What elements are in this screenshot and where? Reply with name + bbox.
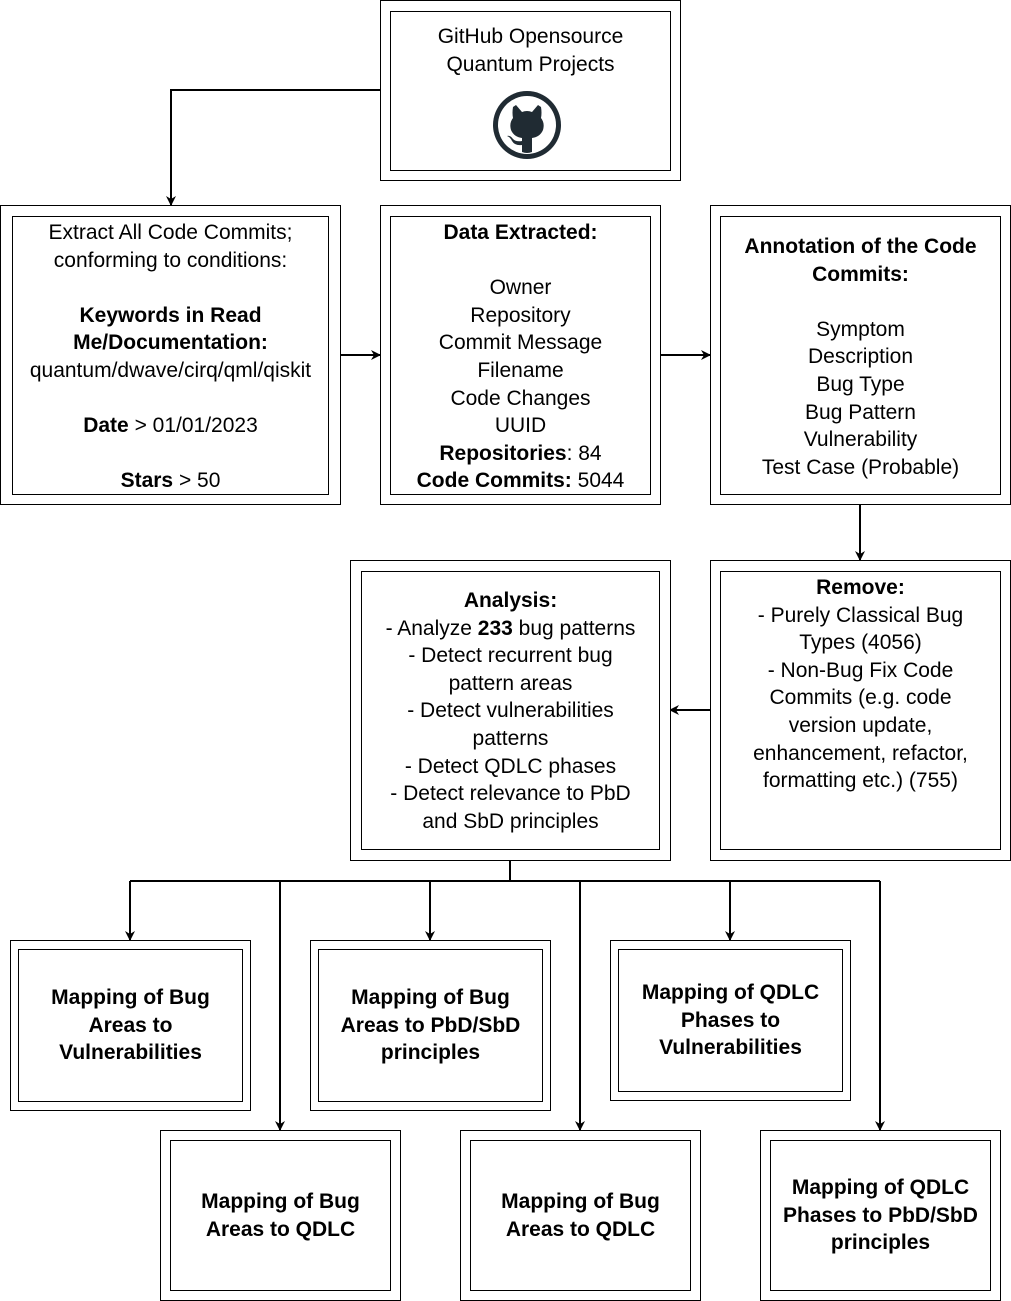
mapping-inner: Mapping of QDLC Phases to PbD/SbD princi… (770, 1140, 991, 1291)
source-inner: GitHub Opensource Quantum Projects (390, 11, 671, 171)
mapping-inner: Mapping of Bug Areas to QDLC (170, 1140, 391, 1291)
mapping-line: Mapping of Bug (351, 986, 510, 1010)
remove-line: formatting etc.) (755) (763, 769, 958, 793)
mapping-inner: Mapping of QDLC Phases to Vulnerabilitie… (618, 949, 843, 1092)
source-title-line1: GitHub Opensource (437, 25, 624, 48)
analysis-line-1-post: bug patterns (512, 616, 636, 640)
code-commits-value: 5044 (571, 469, 625, 493)
github-octocat-icon (493, 91, 561, 159)
keywords-label-2: Me/Documentation: (73, 331, 268, 355)
remove-line: Types (4056) (799, 631, 922, 655)
analysis-line: and SbD principles (422, 809, 599, 833)
analysis-box: Analysis: - Analyze 233 bug patterns - D… (350, 560, 671, 861)
annotation-inner: Annotation of the Code Commits: Symptom … (720, 216, 1001, 495)
mapping-inner: Mapping of Bug Areas to Vulnerabilities (18, 949, 243, 1102)
source-box: GitHub Opensource Quantum Projects (380, 0, 681, 181)
annotation-title-2: Commits: (812, 262, 909, 286)
stars-condition: Stars > 50 (2, 467, 339, 495)
annotation-item: Bug Type (816, 372, 905, 396)
mapping-line: Areas to QDLC (505, 1217, 656, 1241)
mapping-line: Mapping of Bug (501, 1190, 660, 1213)
data-extracted-inner: Data Extracted: Owner Repository Commit … (390, 216, 651, 495)
arrow-source-to-extract (166, 89, 380, 206)
annotation-title-1: Annotation of the Code (744, 235, 977, 258)
data-item: Filename (477, 358, 564, 382)
mapping-line: Areas to QDLC (205, 1217, 356, 1241)
analysis-line: pattern areas (448, 671, 573, 695)
data-item: Repository (470, 303, 571, 327)
mapping-line: Mapping of Bug (51, 986, 210, 1010)
keywords-label-1: Keywords in Read (79, 303, 262, 327)
mapping-line: Phases to PbD/SbD (783, 1203, 978, 1227)
mapping-inner: Mapping of Bug Areas to QDLC (470, 1140, 691, 1291)
mapping-line: Areas to (88, 1013, 173, 1037)
date-label: Date (83, 414, 129, 438)
stars-value: > 50 (173, 469, 221, 493)
annotation-item: Description (807, 345, 914, 369)
remove-line: version update, (788, 713, 933, 737)
remove-line: - Purely Classical Bug (757, 603, 964, 627)
remove-box: Remove: - Purely Classical Bug Types (40… (710, 560, 1011, 861)
mapping-line: Phases to (680, 1008, 781, 1032)
analysis-line-1-pre: - Analyze (385, 616, 478, 640)
analysis-line-1: - Analyze 233 bug patterns (352, 615, 669, 643)
analysis-line: patterns (472, 726, 549, 750)
mapping-line: Mapping of QDLC (641, 981, 820, 1005)
analysis-line: - Detect vulnerabilities (407, 699, 614, 723)
mapping-bug-areas-qdlc-2: Mapping of Bug Areas to QDLC (460, 1130, 701, 1301)
mapping-inner: Mapping of Bug Areas to PbD/SbD principl… (318, 949, 543, 1102)
repositories-value: : 84 (566, 441, 602, 465)
remove-inner: Remove: - Purely Classical Bug Types (40… (720, 571, 1001, 850)
data-extracted-box: Data Extracted: Owner Repository Commit … (380, 205, 661, 505)
code-commits-label: Code Commits: (416, 469, 572, 493)
annotation-item: Vulnerability (803, 428, 918, 452)
mapping-qdlc-phases-pbd-sbd: Mapping of QDLC Phases to PbD/SbD princi… (760, 1130, 1001, 1301)
repositories-count: Repositories: 84 (382, 440, 659, 468)
annotation-box: Annotation of the Code Commits: Symptom … (710, 205, 1011, 505)
mapping-line: principles (830, 1231, 931, 1255)
mapping-bug-areas-qdlc-1: Mapping of Bug Areas to QDLC (160, 1130, 401, 1301)
mapping-bug-areas-vulnerabilities: Mapping of Bug Areas to Vulnerabilities (10, 940, 251, 1111)
mapping-qdlc-phases-vulnerabilities: Mapping of QDLC Phases to Vulnerabilitie… (610, 940, 851, 1101)
annotation-item: Test Case (Probable) (761, 455, 960, 479)
mapping-line: Mapping of Bug (201, 1190, 360, 1213)
stars-label: Stars (120, 469, 174, 493)
data-extracted-title: Data Extracted: (443, 221, 598, 244)
analysis-line: - Detect QDLC phases (404, 754, 617, 778)
annotation-item: Bug Pattern (805, 400, 916, 424)
extract-box: Extract All Code Commits; conforming to … (0, 205, 341, 505)
annotation-item: Symptom (816, 317, 905, 341)
date-condition: Date > 01/01/2023 (2, 412, 339, 440)
mapping-line: Areas to PbD/SbD (340, 1013, 521, 1037)
extract-inner: Extract All Code Commits; conforming to … (12, 216, 329, 495)
data-item: UUID (494, 414, 547, 438)
mapping-line: Vulnerabilities (659, 1036, 802, 1060)
analysis-line: - Detect recurrent bug (408, 644, 613, 668)
mapping-bug-areas-pbd-sbd: Mapping of Bug Areas to PbD/SbD principl… (310, 940, 551, 1111)
remove-title: Remove: (816, 576, 905, 599)
repositories-label: Repositories (439, 441, 567, 465)
extract-line2: conforming to conditions: (53, 248, 288, 272)
mapping-line: Mapping of QDLC (791, 1176, 970, 1200)
analysis-title: Analysis: (463, 589, 558, 612)
analysis-line: - Detect relevance to PbD (390, 782, 631, 806)
data-item: Owner (489, 276, 552, 300)
bug-pattern-count: 233 (477, 616, 513, 640)
remove-line: - Non-Bug Fix Code (767, 658, 954, 682)
analysis-inner: Analysis: - Analyze 233 bug patterns - D… (361, 571, 660, 850)
keywords-value: quantum/dwave/cirq/qml/qiskit (29, 358, 312, 382)
data-item: Code Changes (450, 386, 591, 410)
date-value: > 01/01/2023 (128, 414, 258, 438)
data-item: Commit Message (438, 331, 603, 355)
extract-line1: Extract All Code Commits; (48, 221, 293, 244)
mapping-line: Vulnerabilities (59, 1041, 202, 1065)
mapping-line: principles (380, 1041, 481, 1065)
remove-line: Commits (e.g. code (769, 686, 952, 710)
remove-line: enhancement, refactor, (753, 741, 968, 765)
source-title-line2: Quantum Projects (446, 52, 615, 76)
code-commits-count: Code Commits: 5044 (382, 467, 659, 495)
